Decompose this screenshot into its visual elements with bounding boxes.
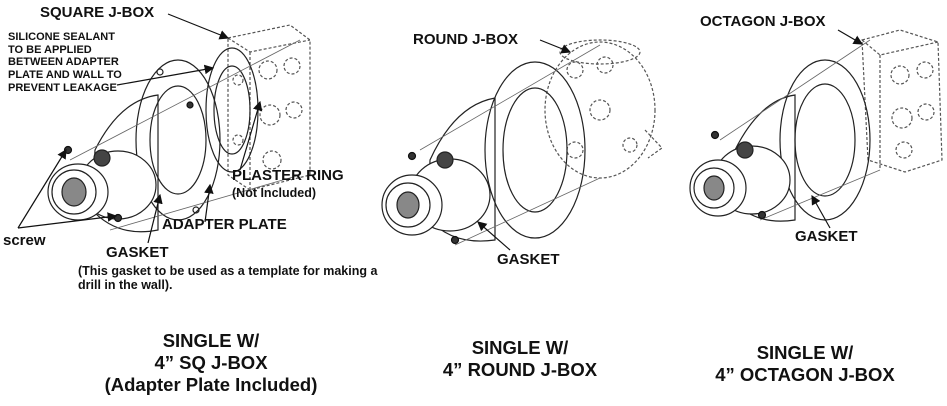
label-not-included: (Not Included) (232, 186, 317, 200)
caption-round: SINGLE W/ 4” ROUND J-BOX (400, 337, 640, 381)
gasket-drawing (91, 94, 159, 233)
sealant-note-line: SILICONE SEALANT (8, 31, 115, 43)
label-gasket-round: GASKET (497, 251, 560, 268)
caption-octagon: SINGLE W/ 4” OCTAGON J-BOX (690, 342, 920, 386)
sealant-note: SILICONE SEALANT TO BE APPLIED BETWEEN A… (8, 31, 122, 94)
caption-line: (Adapter Plate Included) (104, 374, 318, 396)
sealant-note-line: TO BE APPLIED (8, 43, 92, 56)
octagon-adapter-drawing (779, 59, 871, 221)
caption-line: 4” OCTAGON J-BOX (715, 364, 895, 386)
sealant-note-line: PREVENT LEAKAGE (8, 81, 117, 94)
octagon-fixture-drawing (689, 141, 791, 217)
square-jbox-assembly (47, 24, 311, 233)
gasket-note-line: drill in the wall). (78, 278, 173, 293)
octagon-panel-leaders (811, 29, 864, 229)
caption-line: SINGLE W/ (471, 337, 569, 358)
caption-line: 4” SQ J-BOX (154, 352, 268, 374)
label-plaster-ring: PLASTER RING (232, 167, 344, 184)
label-gasket-sq: GASKET (106, 244, 169, 261)
round-adapter-drawing (484, 61, 586, 239)
round-jbox-assembly (381, 39, 663, 246)
label-adapter-plate: ADAPTER PLATE (162, 216, 287, 233)
gasket-note: (This gasket to be used as a template fo… (78, 264, 377, 293)
caption-line: SINGLE W/ (756, 342, 854, 363)
label-octagon-jbox: OCTAGON J-BOX (700, 13, 826, 30)
label-screw: screw (3, 232, 46, 249)
gasket-note-line: (This gasket to be used as a template fo… (78, 264, 378, 278)
label-round-jbox: ROUND J-BOX (413, 31, 519, 48)
caption-line: 4” ROUND J-BOX (442, 359, 598, 381)
caption-line: SINGLE W/ (162, 330, 260, 351)
octagon-jbox-drawing (861, 29, 943, 173)
label-square-jbox: SQUARE J-BOX (40, 4, 155, 21)
label-gasket-oct: GASKET (795, 228, 858, 245)
adapter-plate-drawing (135, 59, 221, 221)
sealant-note-line: BETWEEN ADAPTER (8, 56, 119, 69)
caption-square: SINGLE W/ 4” SQ J-BOX (Adapter Plate Inc… (86, 330, 336, 397)
round-fixture-drawing (381, 151, 491, 236)
square-panel-leaders (17, 13, 263, 244)
plaster-ring-drawing (205, 47, 259, 173)
sealant-note-line: PLATE AND WALL TO (8, 68, 122, 81)
fixture-drawing (47, 149, 157, 221)
round-panel-leaders (477, 39, 572, 251)
round-jbox-drawing (544, 39, 663, 179)
octagon-jbox-assembly (689, 29, 943, 222)
square-jbox-drawing (227, 24, 311, 191)
